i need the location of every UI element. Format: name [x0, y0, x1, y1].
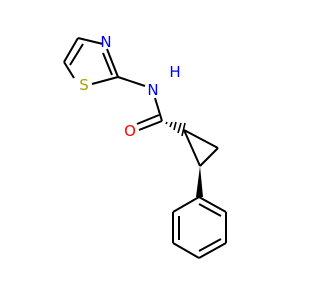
bond-ph-6-1-double	[198, 203, 222, 217]
thiazole-sulfur-label: S	[79, 76, 89, 94]
bond-c2-nh	[117, 76, 146, 87]
amide-hydrogen-label: H	[169, 63, 180, 81]
bond-ph-4-5-double	[198, 238, 222, 252]
bond-c1-c3	[183, 129, 201, 167]
bond-ph-6-1	[198, 196, 227, 213]
phenyl-ring	[172, 196, 227, 259]
bond-nh-carbonyl-carbon	[154, 97, 163, 122]
bond-c4-c5-double	[69, 43, 84, 66]
amide-linkage	[117, 76, 163, 131]
cyclopropane-ring	[183, 129, 219, 167]
bond-c2-c3	[199, 147, 219, 167]
bond-carbonyl-co-double	[136, 114, 160, 125]
bond-c2-n3-double	[102, 52, 113, 76]
bond-s1-c2	[91, 76, 119, 85]
molecule-diagram: N S N H O	[63, 33, 227, 259]
bond-ph-3-4	[172, 242, 200, 259]
bond-ph-1-2	[172, 196, 200, 213]
solid-wedge-bond	[196, 166, 203, 197]
bond-c4-c5	[63, 37, 79, 63]
amide-nitrogen-label: N	[147, 81, 158, 99]
bond-ph-4-5	[198, 242, 227, 259]
carbonyl-oxygen-label: O	[124, 122, 136, 140]
bond-c2-n3	[106, 48, 119, 78]
thiazole-nitrogen-label: N	[100, 33, 111, 51]
thiazole-ring	[63, 37, 119, 85]
hashed-wedge-bond	[165, 121, 186, 137]
bond-n3-c4	[77, 37, 104, 45]
bond-c1-c2	[183, 129, 219, 149]
bond-carbonyl-co	[138, 120, 163, 131]
bond-c5-s1	[63, 61, 75, 79]
